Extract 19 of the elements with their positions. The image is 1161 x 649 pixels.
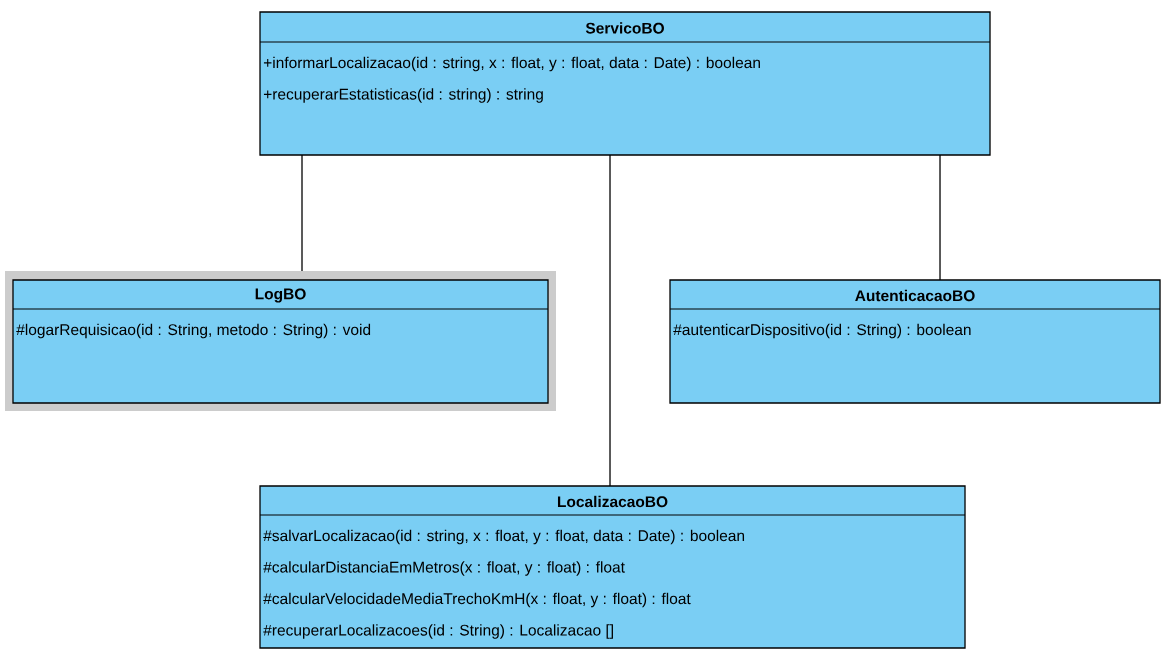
class-name: LocalizacaoBO bbox=[558, 495, 668, 508]
operation-text: +informarLocalizacao(id : string, x : float, y : float, data : Date) : boolean bbox=[263, 56, 760, 72]
class-name: AutenticacaoBO bbox=[855, 289, 975, 302]
operation-text: #autenticarDispositivo(id : String) : boolean bbox=[673, 323, 971, 339]
class-name: ServicoBO bbox=[585, 22, 664, 34]
association-line bbox=[609, 154, 611, 487]
operation-text: #calcularDistanciaEmMetros(x : float, y : float) : float bbox=[263, 561, 625, 576]
association-line bbox=[939, 154, 941, 281]
class-box bbox=[259, 11, 991, 156]
operation-text: +recuperarEstatisticas(id : string) : string bbox=[263, 88, 543, 103]
operation-text: #salvarLocalizacao(id : string, x : float, y : float, data : Date) : boolean bbox=[263, 529, 745, 545]
operation-text: #logarRequisicao(id : String, metodo : String) : void bbox=[16, 323, 371, 339]
class-box bbox=[5, 271, 556, 411]
association-line bbox=[301, 154, 303, 272]
class-box bbox=[259, 485, 966, 649]
class-box bbox=[669, 279, 1161, 404]
class-name: LogBO bbox=[255, 288, 306, 303]
operation-text: #recuperarLocalizacoes(id : String) : Localizacao [] bbox=[263, 624, 613, 639]
operation-text: #calcularVelocidadeMediaTrechoKmH(x : float, y : float) : float bbox=[263, 592, 691, 608]
